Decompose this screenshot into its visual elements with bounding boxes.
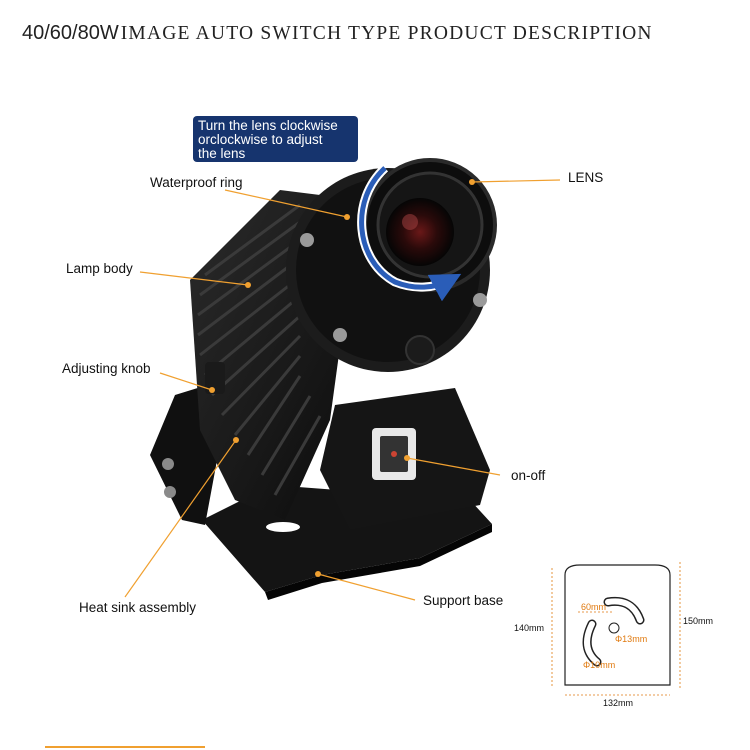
- lens-instruction-callout: Turn the lens clockwise orclockwise to a…: [193, 116, 358, 162]
- label-lamp-body: Lamp body: [66, 261, 133, 276]
- marker-support-base: [315, 571, 321, 577]
- title-text: IMAGE AUTO SWITCH TYPE PRODUCT DESCRIPTI…: [120, 23, 653, 44]
- marker-lens: [469, 179, 475, 185]
- dim-height-left: 140mm: [514, 623, 545, 633]
- label-lens: LENS: [568, 170, 604, 185]
- dim-slot: 60mm: [581, 602, 607, 612]
- dim-width: 132mm: [603, 698, 634, 708]
- dim-height-right: 150mm: [683, 616, 714, 626]
- adjusting-knob: [205, 362, 225, 394]
- marker-lamp-body: [245, 282, 251, 288]
- dimension-diagram: [551, 562, 681, 696]
- label-adjusting-knob: Adjusting knob: [62, 361, 151, 376]
- title-wattage: 40/60/80W: [22, 22, 119, 44]
- dim-hole-small: Φ13mm: [615, 634, 648, 644]
- label-waterproof-ring: Waterproof ring: [150, 175, 243, 190]
- marker-adjusting-knob: [209, 387, 215, 393]
- rotation-arrow: [359, 166, 462, 302]
- label-heat-sink: Heat sink assembly: [79, 600, 197, 615]
- label-support-base: Support base: [423, 593, 504, 608]
- marker-on-off: [404, 455, 410, 461]
- callout-line-2: orclockwise to adjust: [198, 132, 323, 147]
- marker-waterproof-ring: [344, 214, 350, 220]
- callout-line-1: Turn the lens clockwise: [198, 118, 338, 133]
- leader-lines: [124, 179, 561, 601]
- label-on-off: on-off: [511, 468, 546, 483]
- marker-heat-sink: [233, 437, 239, 443]
- dim-hole-large: Φ10mm: [583, 660, 616, 670]
- footer-divider: [45, 746, 205, 748]
- callout-line-3: the lens: [198, 146, 246, 161]
